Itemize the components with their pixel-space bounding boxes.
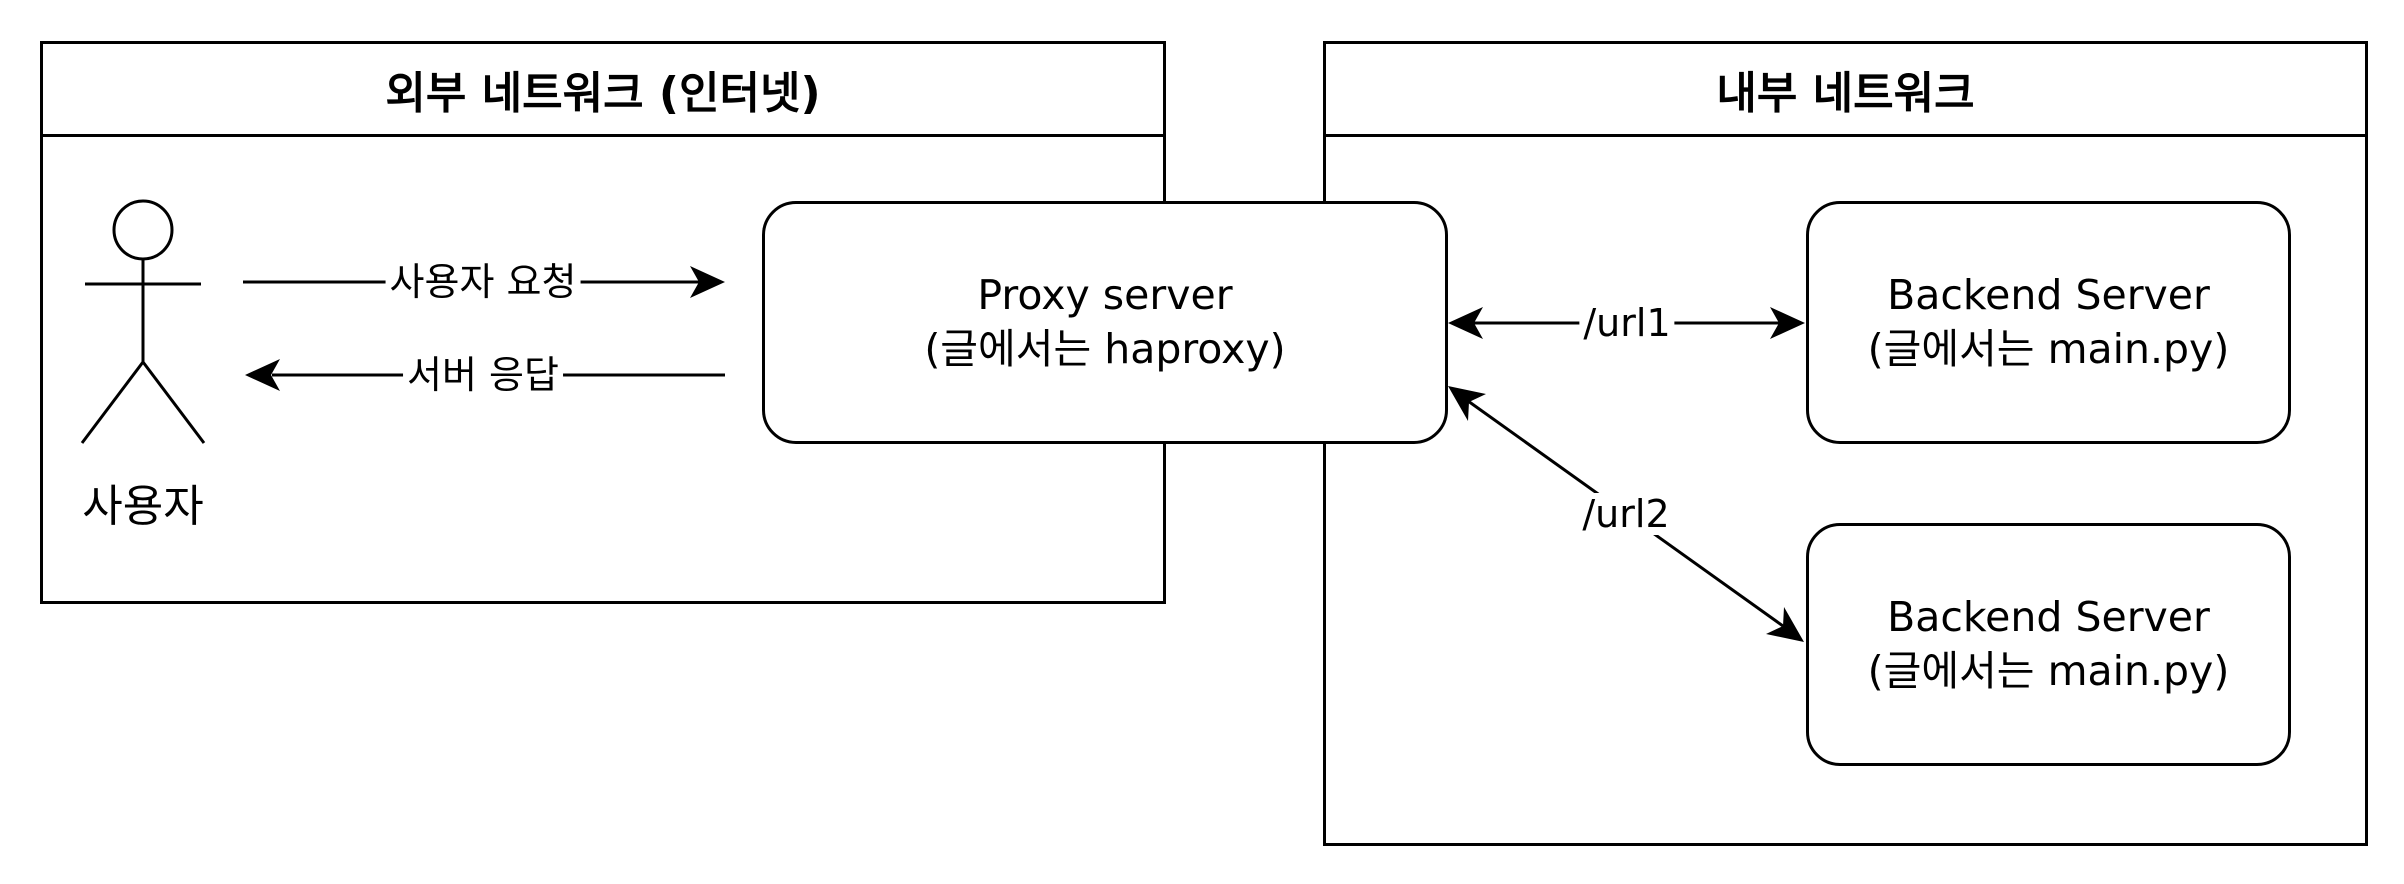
backend-server-1-subtitle: (글에서는 main.py)	[1867, 324, 2230, 373]
proxy-server-subtitle: (글에서는 haproxy)	[924, 324, 1286, 373]
backend-server-2-subtitle: (글에서는 main.py)	[1867, 646, 2230, 695]
internal-network-title: 내부 네트워크	[1326, 44, 2365, 137]
backend-server-2-title: Backend Server	[1887, 593, 2210, 642]
proxy-server-node[interactable]: Proxy server (글에서는 haproxy)	[762, 201, 1448, 444]
user-actor-icon	[80, 199, 206, 444]
request-label: 사용자 요청	[385, 261, 581, 303]
backend-server-1-title: Backend Server	[1887, 271, 2210, 320]
user-actor-label: 사용자	[82, 481, 204, 532]
backend-server-node-2[interactable]: Backend Server (글에서는 main.py)	[1806, 523, 2291, 766]
url1-label: /url1	[1579, 302, 1675, 344]
external-network-title: 외부 네트워크 (인터넷)	[43, 44, 1163, 137]
backend-server-node-1[interactable]: Backend Server (글에서는 main.py)	[1806, 201, 2291, 444]
response-label: 서버 응답	[403, 354, 563, 396]
proxy-server-title: Proxy server	[977, 271, 1233, 320]
url2-label: /url2	[1578, 493, 1674, 535]
